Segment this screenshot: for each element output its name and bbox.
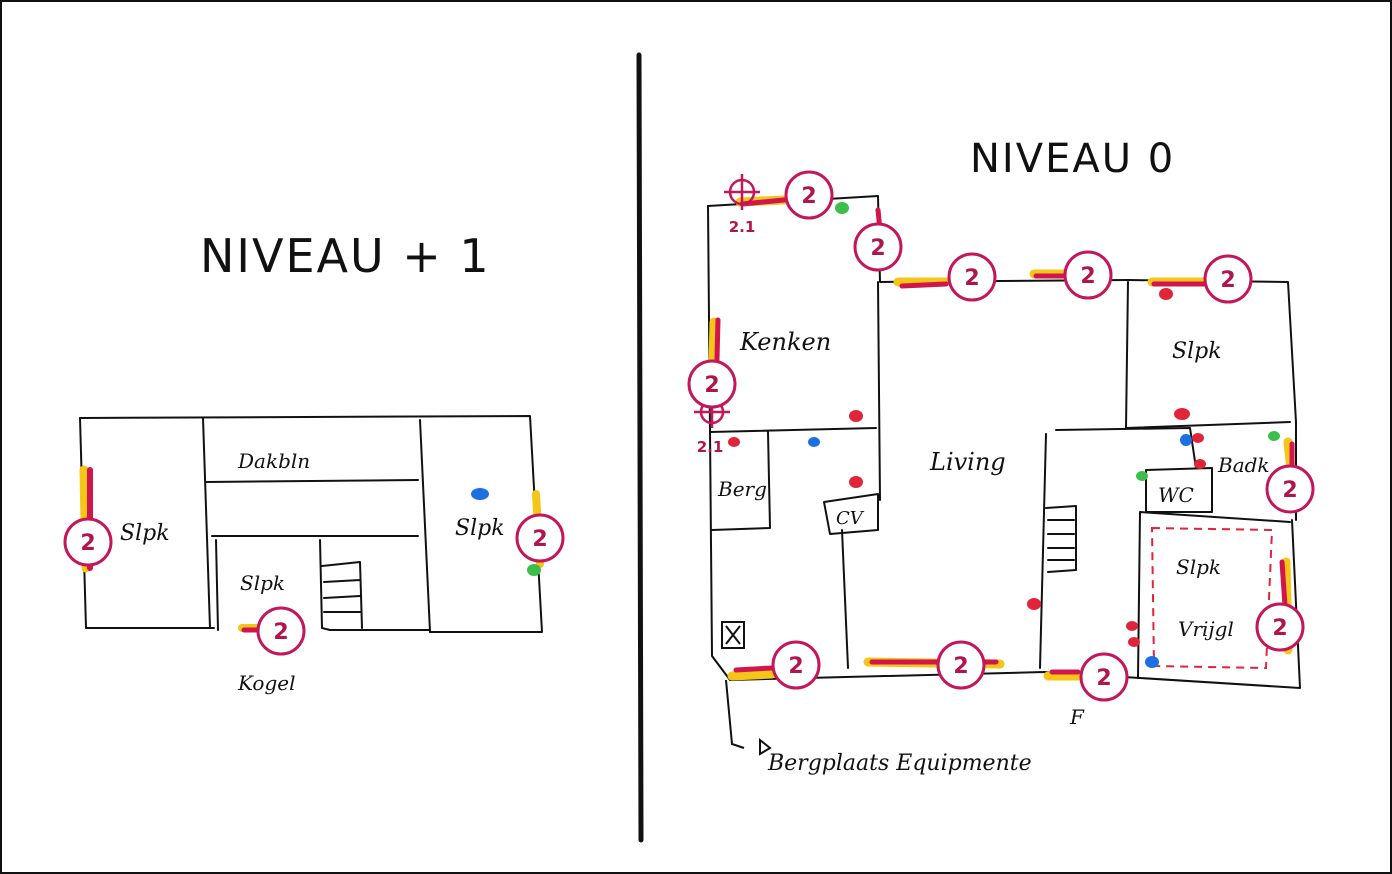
wall <box>823 493 879 535</box>
red-dot <box>1126 621 1138 631</box>
room-label: Slpk <box>455 516 505 541</box>
wall <box>707 205 1301 689</box>
annotation-arrow <box>725 679 745 749</box>
badge: 2 <box>936 640 986 690</box>
left-title: NIVEAU + 1 <box>200 229 491 283</box>
room-label: Slpk <box>1176 555 1221 579</box>
red-dot <box>1194 459 1206 469</box>
blue-dot <box>808 437 820 447</box>
crosshair-marker <box>724 174 760 210</box>
wall <box>841 529 849 669</box>
right-title: NIVEAU 0 <box>970 136 1175 182</box>
svg-text:2: 2 <box>532 527 547 552</box>
svg-text:2: 2 <box>1282 478 1297 503</box>
sub-badge-label: 2.1 <box>697 438 724 456</box>
room-label: Dakbln <box>237 449 310 473</box>
badge: 2 <box>1063 250 1113 300</box>
badge: 2 <box>1203 254 1253 304</box>
svg-text:2: 2 <box>1096 666 1111 691</box>
svg-text:2: 2 <box>953 654 968 679</box>
wall <box>1137 511 1291 679</box>
door-mark: F <box>1069 705 1085 729</box>
sub-badge-label: 2.1 <box>729 218 756 236</box>
room-label: Living <box>929 448 1006 476</box>
badge: 2 <box>687 359 737 409</box>
svg-text:2: 2 <box>1080 264 1095 289</box>
svg-text:2: 2 <box>1272 616 1287 641</box>
svg-text:2: 2 <box>870 236 885 261</box>
equipment-box <box>721 621 745 649</box>
green-dot <box>1268 431 1280 441</box>
red-dot <box>849 410 863 422</box>
room-label: Slpk <box>120 521 170 546</box>
wall <box>707 195 1297 423</box>
dashed-zone <box>1150 526 1274 670</box>
room-label: Kenken <box>739 328 831 356</box>
room-label: Vrijgl <box>1178 617 1234 641</box>
svg-text:2: 2 <box>801 184 816 209</box>
room-label: Berg <box>717 477 767 501</box>
badge: 2 <box>256 606 306 656</box>
blue-dot <box>1180 434 1192 446</box>
svg-text:2: 2 <box>1220 268 1235 293</box>
wall <box>709 281 881 531</box>
red-dot <box>1174 408 1190 420</box>
red-dot <box>1128 637 1140 647</box>
wall <box>202 417 211 629</box>
badge: 2 <box>1255 602 1305 652</box>
under-label: Kogel <box>237 671 295 695</box>
svg-text:2: 2 <box>788 654 803 679</box>
svg-text:2: 2 <box>273 620 288 645</box>
staircase <box>321 561 363 629</box>
svg-text:2: 2 <box>80 531 95 556</box>
room-label: Slpk <box>1172 339 1222 364</box>
wall <box>1145 467 1213 513</box>
room-label: Badk <box>1217 453 1270 477</box>
badge: 2 <box>771 640 821 690</box>
badge: 2 <box>853 222 903 272</box>
room-label: WC <box>1158 483 1194 507</box>
left-floorplan: NIVEAU + 1 Dakbln Slpk Slpk Slpk Kogel 2 <box>63 229 565 695</box>
room-label: Slpk <box>240 571 285 595</box>
red-dot <box>1159 288 1173 300</box>
badge: 2 <box>1079 652 1129 702</box>
equipment-cross <box>725 625 741 645</box>
annotation-text: Bergplaats Equipmente <box>767 751 1032 776</box>
red-dot <box>728 437 740 447</box>
green-dot <box>527 564 541 576</box>
badge: 2 <box>784 170 834 220</box>
wall <box>215 539 331 631</box>
green-dot <box>1136 471 1148 481</box>
badge: 2 <box>1265 464 1315 514</box>
wall <box>205 479 419 483</box>
red-dot <box>1027 598 1041 610</box>
svg-text:2: 2 <box>964 266 979 291</box>
badge: 2 <box>515 513 565 563</box>
badge: 2 <box>947 252 997 302</box>
badge: 2 <box>63 517 113 567</box>
wall <box>1039 427 1197 669</box>
sensor-dots <box>728 202 1280 668</box>
blue-dot <box>471 488 489 500</box>
wall <box>419 419 431 633</box>
arrow-head <box>759 737 772 756</box>
room-label: CV <box>836 508 865 529</box>
staircase <box>1045 505 1077 573</box>
red-dot <box>1192 433 1204 443</box>
right-floorplan: NIVEAU 0 Kenken Living Slpk Berg CV Badk… <box>687 136 1315 776</box>
divider-line <box>636 52 644 843</box>
svg-text:2: 2 <box>704 373 719 398</box>
red-dot <box>849 476 863 488</box>
blue-dot <box>1145 656 1159 668</box>
green-dot <box>835 202 849 214</box>
